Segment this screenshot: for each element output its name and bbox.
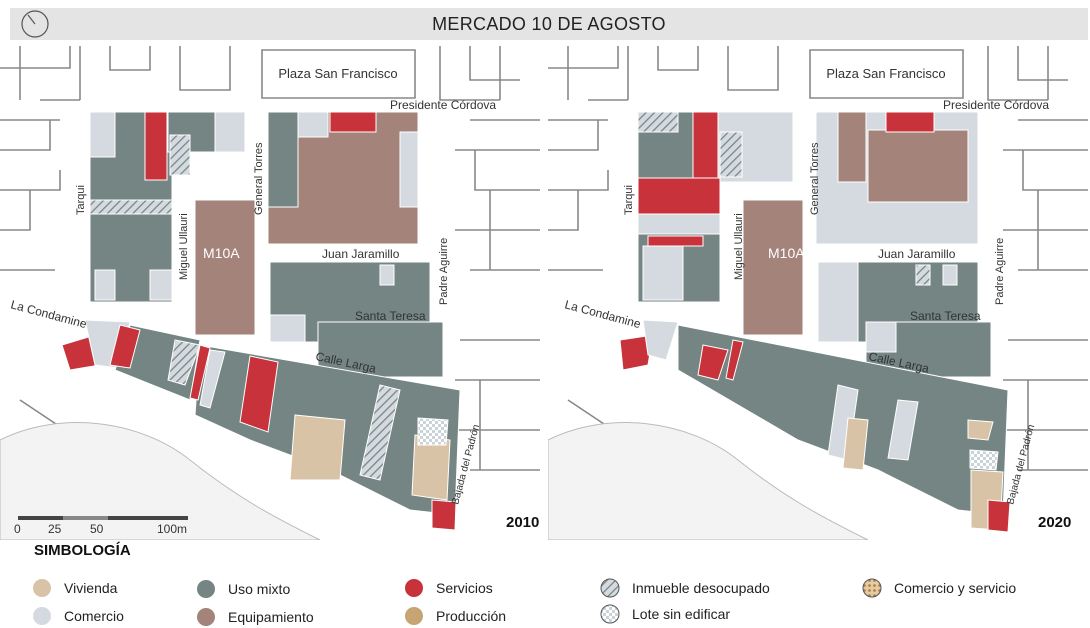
juan-jaramillo-label: Juan Jaramillo	[878, 247, 956, 261]
hatched-swatch-icon	[600, 578, 620, 598]
scale-label-100m: 100m	[157, 522, 188, 536]
map-2010-canvas: Plaza San Francisco Presidente Córdova G…	[0, 46, 540, 540]
scale-label-50: 50	[90, 522, 104, 536]
miguel-ullauri-label: Miguel Ullauri	[178, 213, 190, 280]
legend-item-lote-sin-edificar: Lote sin edificar	[600, 603, 730, 625]
block-juan-jaramillo	[817, 261, 992, 378]
general-torres-label: General Torres	[253, 142, 265, 215]
juan-jaramillo-label: Juan Jaramillo	[322, 247, 400, 261]
equipamiento-swatch-icon	[197, 608, 215, 626]
map-2010: Plaza San Francisco Presidente Córdova G…	[0, 40, 540, 540]
bajada-padron-label: Bajada del Padrón	[1005, 423, 1037, 505]
block-m10a	[194, 199, 256, 336]
padre-aguirre-label: Padre Aguirre	[438, 238, 450, 305]
block-general-torres	[267, 111, 419, 245]
miguel-ullauri-label: Miguel Ullauri	[733, 213, 745, 280]
la-condamine-label: La Condamine	[9, 297, 88, 331]
header-bar: MERCADO 10 DE AGOSTO	[10, 8, 1088, 40]
santa-teresa-label: Santa Teresa	[355, 309, 426, 323]
block-calle-larga	[61, 319, 461, 531]
river-bank	[0, 422, 321, 540]
year-label-2020: 2020	[1038, 514, 1072, 531]
block-tarqui	[89, 111, 246, 303]
page-title: MERCADO 10 DE AGOSTO	[432, 14, 666, 34]
padre-aguirre-label: Padre Aguirre	[994, 238, 1006, 305]
river-bank	[548, 422, 869, 540]
tarqui-label: Tarqui	[623, 185, 635, 215]
santa-teresa-label: Santa Teresa	[910, 309, 981, 323]
legend-item-servicios: Servicios	[404, 577, 493, 599]
plaza-label: Plaza San Francisco	[278, 66, 397, 81]
comercio-swatch-icon	[33, 607, 51, 625]
legend-item-vivienda: Vivienda	[32, 577, 117, 599]
servicios-swatch-icon	[405, 579, 423, 597]
la-condamine-label: La Condamine	[563, 297, 642, 331]
scale-label-0: 0	[14, 522, 21, 536]
legend-item-uso-mixto: Uso mixto	[196, 578, 290, 600]
presidente-cordova-label: Presidente Córdova	[390, 98, 496, 112]
legend-item-comercio-y-servicio: Comercio y servicio	[862, 577, 1016, 599]
legend-item-inmueble-desocupado: Inmueble desocupado	[600, 577, 770, 599]
scale-label-25: 25	[48, 522, 62, 536]
block-general-torres	[815, 111, 979, 245]
north-arrow-icon	[21, 10, 49, 38]
block-m10a	[742, 199, 804, 336]
legend-item-equipamiento: Equipamiento	[196, 606, 314, 628]
vivienda-swatch-icon	[33, 579, 51, 597]
block-juan-jaramillo	[269, 261, 444, 378]
plaza-label: Plaza San Francisco	[826, 66, 945, 81]
uso-mixto-swatch-icon	[197, 580, 215, 598]
legend-item-produccion: Producción	[404, 605, 506, 627]
year-label-2010: 2010	[506, 514, 540, 531]
map-2020-canvas: Plaza San Francisco Presidente Córdova G…	[548, 46, 1088, 540]
checkered-swatch-icon	[600, 604, 620, 624]
m10a-label: M10A	[203, 245, 240, 261]
block-tarqui	[637, 111, 794, 303]
map-2020: Plaza San Francisco Presidente Córdova G…	[548, 40, 1088, 540]
dotted-swatch-icon	[862, 578, 882, 598]
legend-item-comercio: Comercio	[32, 605, 124, 627]
produccion-swatch-icon	[405, 607, 423, 625]
tarqui-label: Tarqui	[75, 185, 87, 215]
block-calle-larga	[619, 319, 1011, 533]
general-torres-label: General Torres	[809, 142, 821, 215]
presidente-cordova-label: Presidente Córdova	[943, 98, 1049, 112]
legend-title: SIMBOLOGÍA	[34, 542, 131, 559]
scale-bar: 0 25 50 100m	[12, 516, 202, 536]
m10a-label: M10A	[768, 245, 805, 261]
